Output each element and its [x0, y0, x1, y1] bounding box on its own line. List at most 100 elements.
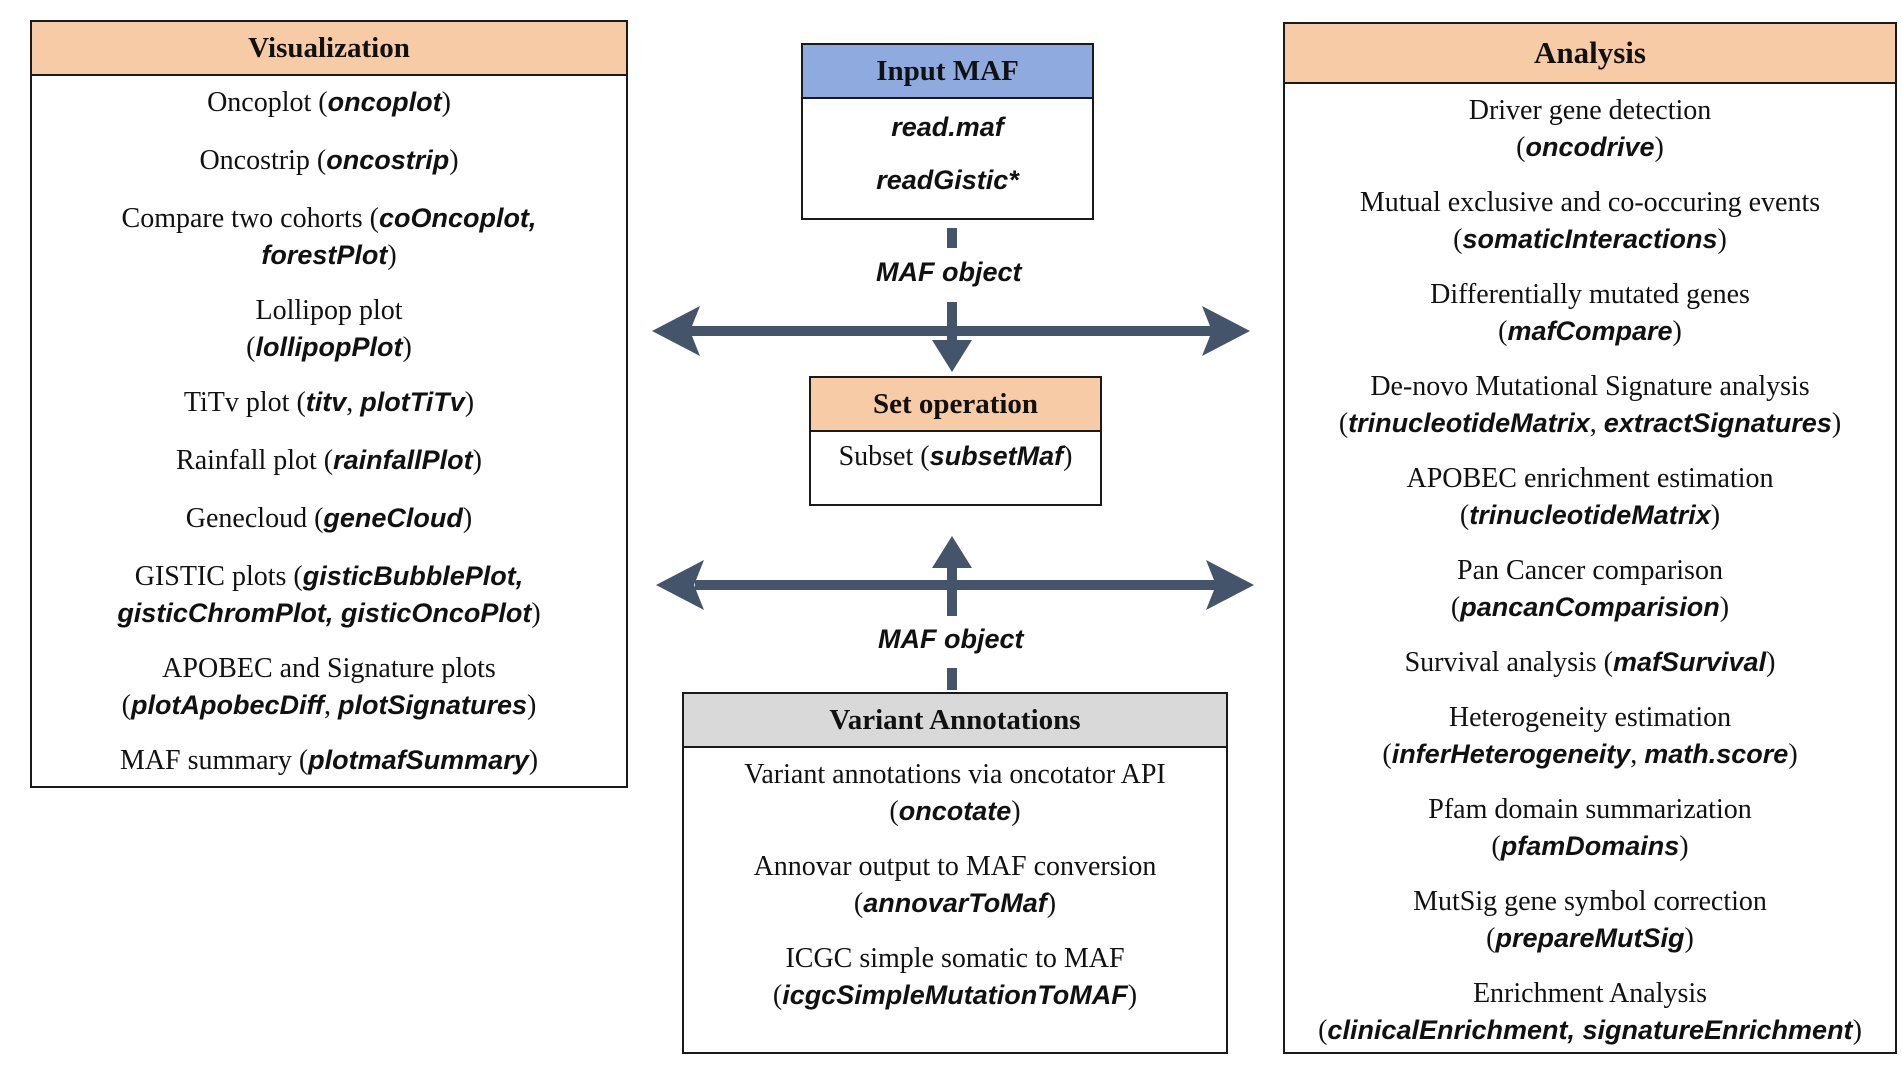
visualization-box: Visualization Oncoplot (oncoplot) Oncost…: [30, 20, 628, 788]
item-text: ,: [1630, 739, 1645, 770]
function-name: inferHeterogeneity: [1391, 739, 1631, 769]
item-text: ): [441, 87, 451, 118]
item-text: De-novo Mutational Signature analysis: [1370, 371, 1810, 402]
visualization-list: Oncoplot (oncoplot) Oncostrip (oncostrip…: [32, 76, 626, 779]
visualization-item: GISTIC plots (gisticBubblePlot,gisticChr…: [32, 558, 626, 632]
item-text: ): [472, 445, 482, 476]
analysis-box: Analysis Driver gene detection(oncodrive…: [1283, 22, 1897, 1054]
item-text: ): [1063, 441, 1073, 472]
analysis-item: Enrichment Analysis(clinicalEnrichment, …: [1285, 975, 1895, 1049]
item-text: Mutual exclusive and co-occuring events: [1359, 187, 1821, 218]
item-text: GISTIC plots (: [134, 561, 303, 592]
function-name: titv: [305, 387, 347, 417]
item-text: Genecloud (: [185, 503, 324, 534]
set-operation-box: Set operation Subset (subsetMaf): [809, 376, 1102, 506]
function-name: mafCompare: [1507, 316, 1673, 346]
visualization-item: APOBEC and Signature plots(plotApobecDif…: [32, 650, 626, 724]
item-text: ): [1788, 739, 1798, 770]
item-text: (: [246, 332, 256, 363]
analysis-item: MutSig gene symbol correction (prepareMut…: [1285, 883, 1895, 957]
maf-object-label-top: MAF object: [872, 257, 1026, 288]
visualization-item: TiTv plot (titv, plotTiTv): [32, 384, 626, 421]
item-text: ): [531, 598, 541, 629]
analysis-item: Mutual exclusive and co-occuring events (…: [1285, 184, 1895, 258]
item-text: (: [1382, 739, 1392, 770]
item-text: ): [1766, 647, 1776, 678]
arrowhead-left-top: [652, 306, 700, 356]
item-text: ): [464, 387, 475, 418]
arrowhead-up: [932, 536, 972, 568]
function-name: pancanComparision: [1460, 592, 1720, 622]
connector-dash-bottom: [947, 668, 957, 690]
variant-annotations-item: Annovar output to MAF conversion(annovar…: [684, 848, 1226, 922]
function-name: annovarToMaf: [863, 888, 1047, 918]
item-text: Oncostrip (: [199, 145, 327, 176]
item-text: Lollipop plot: [255, 295, 403, 326]
input-maf-item: readGistic*: [803, 162, 1092, 199]
item-text: (: [121, 690, 131, 721]
input-maf-header: Input MAF: [803, 45, 1092, 99]
visualization-item: Lollipop plot (lollipopPlot): [32, 292, 626, 366]
function-name: oncodrive: [1525, 132, 1655, 162]
item-text: ): [402, 332, 412, 363]
item-text: ): [1717, 224, 1727, 255]
visualization-item: Oncoplot (oncoplot): [32, 84, 626, 121]
arrowhead-left-bottom: [656, 560, 704, 610]
visualization-item: Compare two cohorts (coOncoplot,forestPl…: [32, 200, 626, 274]
variant-annotations-item: Variant annotations via oncotator API (on…: [684, 756, 1226, 830]
function-name: oncostrip: [326, 145, 450, 175]
item-text: TiTv plot (: [183, 387, 306, 418]
function-name: gisticChromPlot, gisticOncoPlot: [117, 598, 532, 628]
function-name: rainfallPlot: [333, 445, 473, 475]
visualization-header: Visualization: [32, 22, 626, 76]
item-text: ): [528, 745, 539, 776]
function-name: trinucleotideMatrix: [1469, 500, 1711, 530]
analysis-item: Driver gene detection(oncodrive): [1285, 92, 1895, 166]
item-text: (: [1491, 831, 1501, 862]
function-name: read.maf: [891, 112, 1004, 142]
item-text: Driver gene detection: [1468, 95, 1712, 126]
item-text: (: [1453, 224, 1463, 255]
arrowhead-right-bottom: [1206, 560, 1254, 610]
visualization-item: Oncostrip (oncostrip): [32, 142, 626, 179]
function-name: icgcSimpleMutationToMAF: [782, 980, 1128, 1010]
visualization-item: Genecloud (geneCloud): [32, 500, 626, 537]
item-text: ICGC simple somatic to MAF: [785, 943, 1125, 974]
item-text: ): [1127, 980, 1138, 1011]
function-name: lollipopPlot: [255, 332, 403, 362]
item-text: Differentially mutated genes: [1430, 279, 1750, 310]
function-name: plotSignatures: [337, 690, 527, 720]
item-text: Variant annotations via oncotator API: [744, 759, 1166, 790]
variant-annotations-header: Variant Annotations: [684, 694, 1226, 748]
arrowhead-down: [932, 340, 972, 372]
analysis-header: Analysis: [1285, 24, 1895, 84]
item-text: MutSig gene symbol correction: [1413, 886, 1767, 917]
function-name: oncotate: [898, 796, 1012, 826]
maf-object-label-bottom: MAF object: [874, 624, 1028, 655]
item-text: (: [772, 980, 783, 1011]
variant-annotations-box: Variant Annotations Variant annotations …: [682, 692, 1228, 1054]
arrow-shaft-bottom-horizontal: [695, 580, 1235, 590]
connector-dash-top: [947, 228, 957, 248]
item-text: (: [889, 796, 899, 827]
function-name: mafSurvival: [1613, 647, 1767, 677]
variant-annotations-item: ICGC simple somatic to MAF(icgcSimpleMut…: [684, 940, 1226, 1014]
item-text: ): [1719, 592, 1730, 623]
item-text: Heterogeneity estimation: [1448, 702, 1732, 733]
function-name: plotmafSummary: [308, 745, 529, 775]
input-maf-item: read.maf: [803, 109, 1092, 146]
item-text: ,: [346, 387, 361, 418]
item-text: (: [1486, 923, 1496, 954]
item-text: ): [1679, 831, 1689, 862]
item-text: ): [1852, 1015, 1862, 1046]
visualization-item: MAF summary (plotmafSummary): [32, 742, 626, 779]
item-text: ): [1654, 132, 1664, 163]
set-operation-header: Set operation: [811, 378, 1100, 432]
item-text: ): [1011, 796, 1021, 827]
item-text: (: [1459, 500, 1470, 531]
item-text: MAF summary (: [119, 745, 309, 776]
function-name: prepareMutSig: [1495, 923, 1685, 953]
item-text: (: [1450, 592, 1461, 623]
item-text: Survival analysis (: [1404, 647, 1613, 678]
